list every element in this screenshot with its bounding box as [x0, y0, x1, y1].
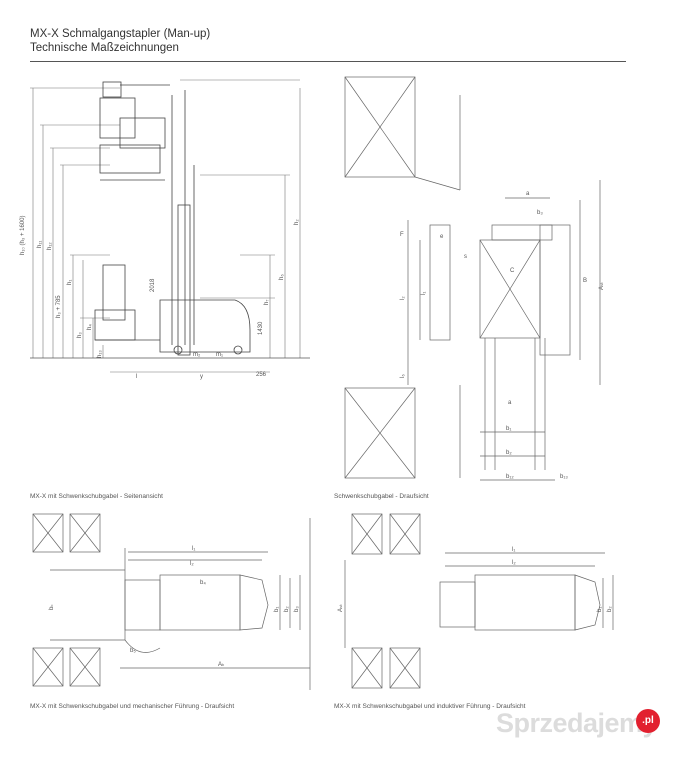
document-subtitle: Technische Maßzeichnungen — [30, 42, 179, 54]
dim-b3-bl: b₃ — [294, 606, 300, 612]
dim-Ast: Aₛₜ — [599, 282, 605, 290]
dim-s: s — [464, 254, 467, 260]
dim-m2: m₂ — [193, 352, 201, 358]
watermark-logo: Sprzedajemy — [496, 708, 658, 738]
mech-guidance-drawing: l₁ l₂ bₖ Aₖ b₁ b₂ b₃ b₄ b₅ — [32, 513, 311, 690]
dim-l: l — [136, 374, 137, 380]
dim-256: 256 — [256, 372, 267, 378]
caption-top-view: Schwenkschubgabel - Draufsicht — [334, 493, 429, 500]
ind-guidance-drawing: l₁ l₂ Aₛₜ b₁ b₂ — [338, 513, 614, 689]
dim-h13: h₁₃ — [97, 350, 103, 358]
dim-h3-785: h₃ + 785 — [56, 295, 62, 318]
document-header: MX-X Schmalgangstapler (Man-up) Technisc… — [30, 27, 210, 55]
dim-a-lower: a — [508, 400, 512, 406]
dim-a: a — [526, 191, 530, 197]
dim-b1-br: b₁ — [597, 607, 603, 612]
dim-2018: 2018 — [150, 278, 156, 292]
dim-l1-bottom-right: l₁ — [512, 547, 515, 553]
dim-m1: m₁ — [216, 352, 223, 358]
dim-l6: l₆ — [400, 374, 406, 378]
dim-b3: b₃ — [537, 210, 543, 216]
dim-h7: h₇ — [264, 300, 270, 305]
watermark-badge: .pl — [636, 709, 660, 733]
dim-h1: h₁ — [67, 280, 73, 285]
dim-b1-bl: b₁ — [274, 607, 280, 612]
dim-bk: bₖ — [49, 604, 55, 610]
dim-b2-br: b₂ — [607, 606, 613, 612]
header-rule — [30, 61, 626, 62]
dim-b12: b₁₂ — [506, 474, 514, 480]
dim-ak: Aₖ — [218, 662, 225, 668]
dim-F: F — [400, 232, 404, 238]
dim-B: B — [583, 278, 587, 284]
dim-l2: l₂ — [400, 296, 406, 300]
document-title: MX-X Schmalgangstapler (Man-up) — [30, 28, 211, 40]
dim-l1-bottom-left: l₁ — [192, 546, 195, 552]
dim-h4: h₄ — [87, 324, 93, 330]
dim-l2-bottom-left: l₂ — [190, 561, 194, 567]
dim-b1: b₁ — [506, 426, 511, 432]
dim-ast-bottom: Aₛₜ — [338, 604, 344, 612]
dim-e: e — [440, 234, 444, 240]
top-view-drawing: a a B Aₛₜ C s e F b₁ b₂ b₁₂ b₁₃ b₃ l₁ l₂… — [344, 76, 605, 481]
dim-h2: h₂ — [294, 219, 300, 225]
dim-1430: 1430 — [258, 321, 264, 335]
side-view-drawing: h₁₀ (h₃ + 1600) h₃ + 785 2018 1430 256 l… — [20, 79, 310, 380]
dim-b2: b₂ — [506, 450, 512, 456]
caption-side-view: MX-X mit Schwenkschubgabel - Seitenansic… — [30, 493, 163, 500]
dim-h10: h₁₀ (h₃ + 1600) — [20, 216, 26, 255]
dim-h12: h₁₂ — [47, 242, 53, 250]
caption-ind-guidance: MX-X mit Schwenkschubgabel und induktive… — [334, 703, 526, 710]
dim-b4-bl: b₄ — [200, 580, 206, 586]
dim-y: y — [200, 374, 203, 380]
dim-b13: b₁₃ — [560, 474, 568, 480]
caption-mech-guidance: MX-X mit Schwenkschubgabel und mechanisc… — [30, 703, 235, 710]
dim-l2-bottom-right: l₂ — [512, 560, 516, 566]
dim-b5-bl: b₅ — [130, 648, 136, 654]
dim-h3: h₃ — [77, 332, 83, 338]
dim-b2-bl: b₂ — [284, 606, 290, 612]
dim-h6: h₆ — [279, 274, 285, 280]
dim-h11: h₁₁ — [37, 241, 43, 248]
dim-l1: l₁ — [421, 292, 427, 295]
dim-C: C — [510, 268, 515, 274]
